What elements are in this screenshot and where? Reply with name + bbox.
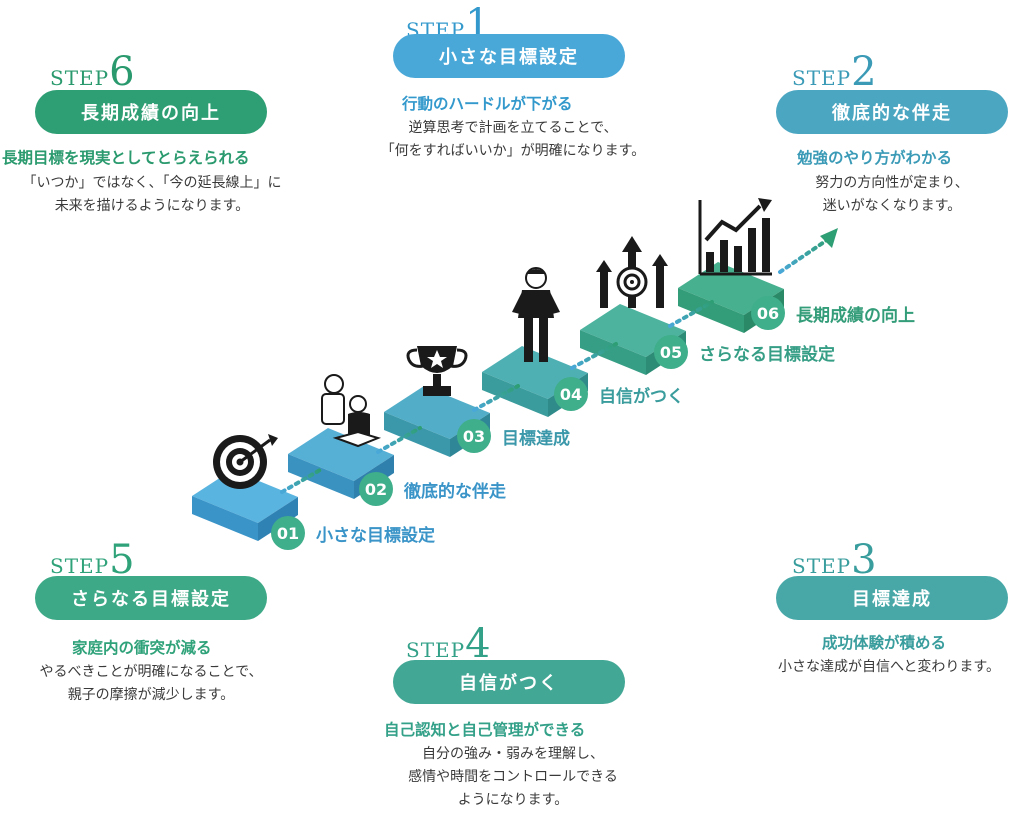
svg-text:小さな目標設定: 小さな目標設定 [316, 525, 435, 546]
svg-text:徹底的な伴走: 徹底的な伴走 [403, 481, 506, 502]
step-4-headline: 自己認知と自己管理ができる [384, 721, 586, 739]
step-6-desc: 「いつか」ではなく、「今の延長線上」に 未来を描けるようになります。 [22, 175, 282, 214]
stair-label-02: 02 徹底的な伴走 [359, 472, 506, 506]
arrows-target-icon [596, 236, 668, 308]
step-5-desc: やるべきことが明確になることで、 親子の摩擦が減少します。 [39, 664, 263, 703]
step-6-headline: 長期目標を現実としてとらえられる [2, 149, 250, 167]
step-4-desc: 自分の強み・弱みを理解し、 感情や時間をコントロールできる ようになります。 [408, 746, 618, 808]
stair-label-05: 05 さらなる目標設定 [654, 335, 835, 369]
step-6-title-pill: 長期成績の向上 [35, 90, 267, 134]
trophy-icon [406, 346, 468, 396]
step-4-label: STEP4 [406, 621, 492, 667]
step-2-headline: 勉強のやり方がわかる [797, 149, 953, 167]
svg-text:06: 06 [757, 304, 779, 323]
step-3-title-pill: 目標達成 [776, 576, 1008, 620]
step-3-label: STEP3 [792, 537, 878, 583]
step-2-label: STEP2 [792, 49, 878, 95]
step-1-desc: 逆算思考で計画を立てることで、 「何をすればいいか」が明確になります。 [380, 120, 646, 159]
step-5-headline: 家庭内の衝突が減る [72, 639, 212, 657]
stair-label-01: 01 小さな目標設定 [271, 516, 435, 550]
step-1-title-pill: 小さな目標設定 [393, 34, 625, 78]
stair-label-03: 03 目標達成 [457, 419, 570, 453]
svg-text:01: 01 [277, 524, 299, 543]
top-arrow-head [820, 228, 838, 248]
step-1-headline: 行動のハードルが下がる [402, 95, 573, 113]
svg-text:02: 02 [365, 480, 387, 499]
svg-text:自信がつく: 自信がつく [599, 386, 684, 407]
step-3-headline: 成功体験が積める [822, 634, 947, 652]
stair-label-06: 06 長期成績の向上 [751, 296, 915, 330]
svg-text:05: 05 [660, 343, 682, 362]
growth-chart-icon [698, 198, 772, 276]
stair-label-04: 04 自信がつく [554, 377, 684, 411]
step-3-desc: 小さな達成が自信へと変わります。 [778, 659, 1000, 675]
confident-student-icon [512, 267, 560, 362]
step-2-desc: 努力の方向性が定まり、 迷いがなくなります。 [815, 175, 969, 214]
step-6-label: STEP6 [50, 49, 136, 95]
tutor-student-icon [321, 374, 382, 448]
step-2-title-pill: 徹底的な伴走 [776, 90, 1008, 134]
step-5-label: STEP5 [50, 537, 136, 583]
target-icon [213, 434, 278, 489]
svg-text:目標達成: 目標達成 [502, 428, 570, 449]
progress-arrows [280, 236, 832, 494]
step-4-title-pill: 自信がつく [393, 660, 625, 704]
svg-text:長期成績の向上: 長期成績の向上 [796, 305, 915, 326]
svg-text:さらなる目標設定: さらなる目標設定 [699, 344, 835, 365]
step-5-title-pill: さらなる目標設定 [35, 576, 267, 620]
svg-text:04: 04 [560, 385, 582, 404]
svg-text:03: 03 [463, 427, 485, 446]
stair-block-1 [192, 470, 298, 541]
